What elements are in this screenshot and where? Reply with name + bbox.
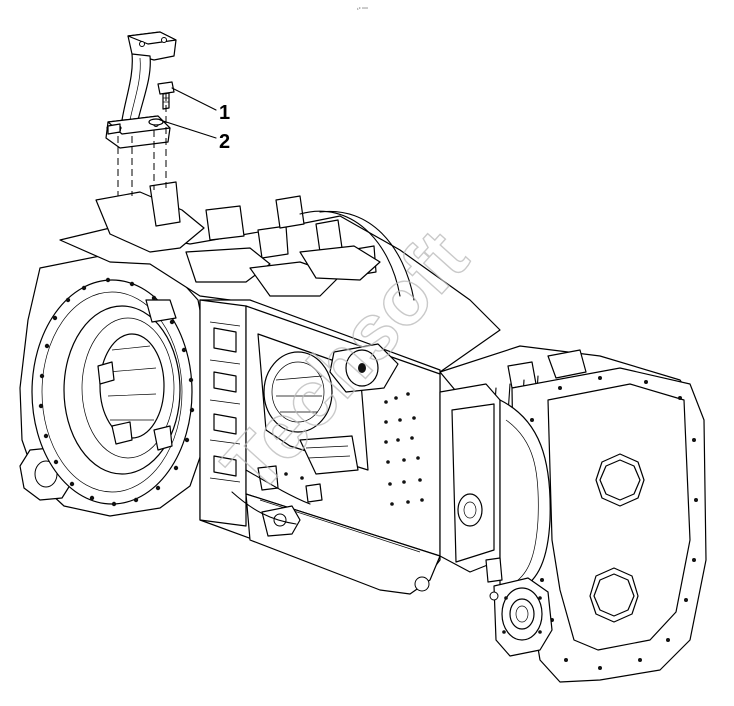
rear-axle-housing: [19, 251, 211, 517]
callout-1: 1: [219, 102, 230, 124]
callout-2: 2: [219, 131, 230, 153]
leader-line-2: [159, 119, 217, 139]
center-housing: [59, 181, 501, 595]
leader-line-1: [171, 87, 217, 111]
front-housing: [439, 345, 707, 683]
top-mark: ¹° °°°: [357, 7, 368, 13]
washer-part: [106, 118, 164, 135]
assembly-guide-lines: [117, 94, 167, 196]
